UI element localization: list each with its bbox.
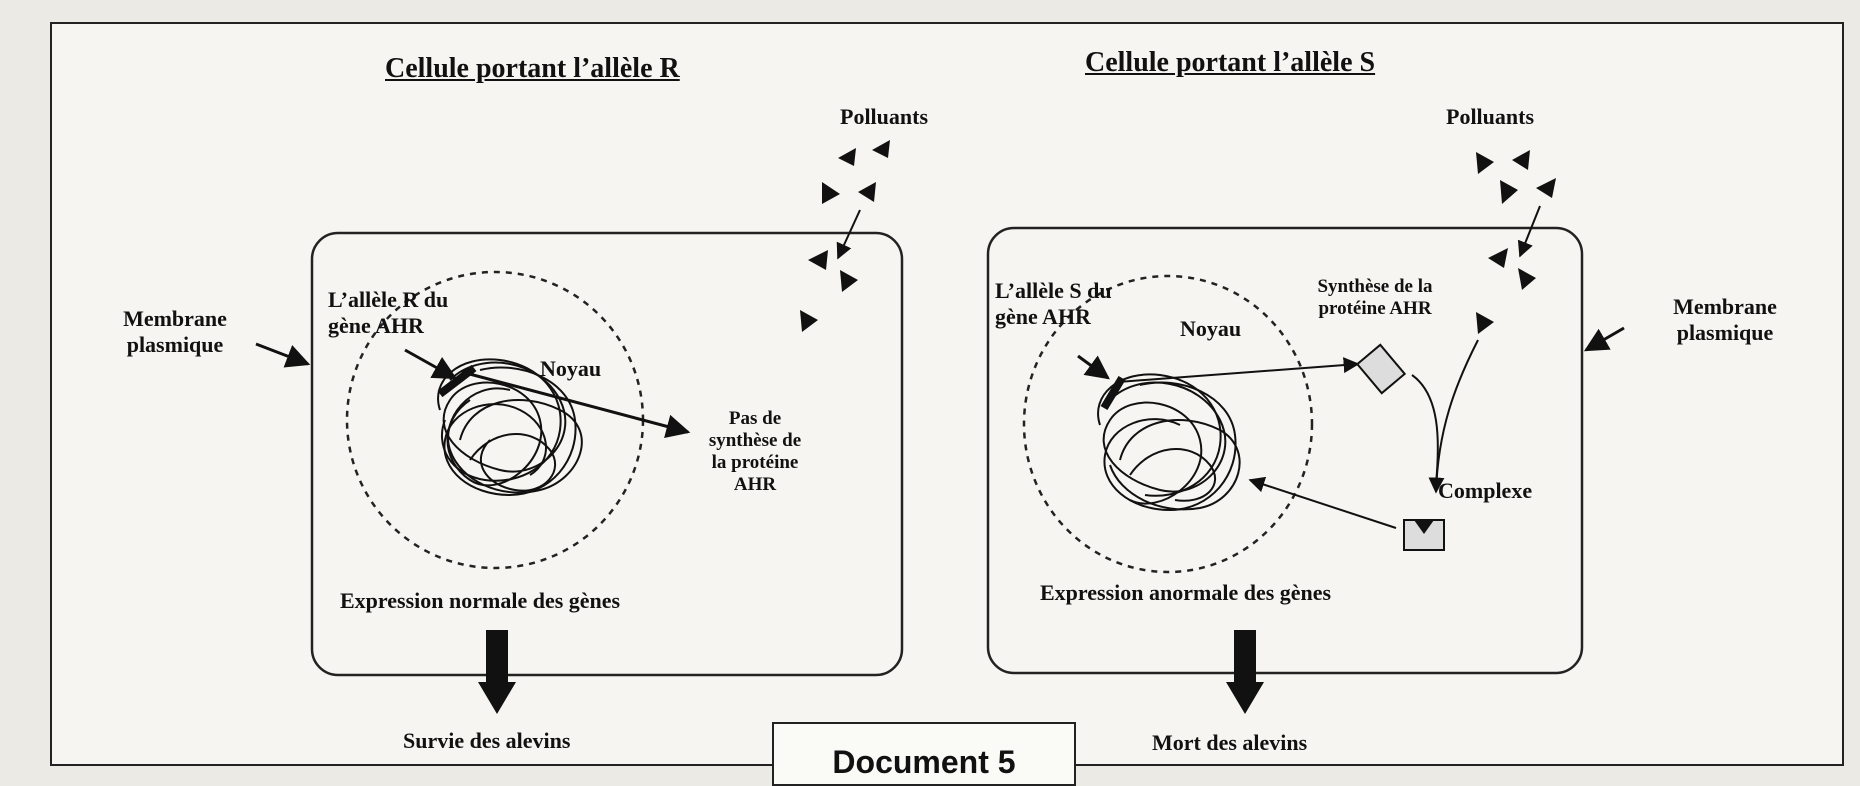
right-synthesis-label: Synthèse de la protéine AHR [1317, 276, 1433, 319]
right-nucleus-label: Noyau [1180, 316, 1242, 341]
right-chromatin [1097, 373, 1241, 512]
pollutant-to-complex-arrow [1428, 339, 1479, 494]
left-expression-label: Expression normale des gènes [340, 588, 621, 613]
left-membrane-label: Membrane plasmique [123, 306, 227, 357]
document-label: Document 5 [832, 744, 1016, 780]
right-cell-membrane [986, 226, 1584, 675]
left-allele-pointer [404, 348, 458, 380]
left-pollutants-label: Polluants [840, 104, 929, 129]
ahr-protein [1355, 343, 1407, 395]
complex-to-nucleus-arrow [1248, 476, 1397, 529]
right-synthesis-arrow [1117, 357, 1360, 383]
right-expression-label: Expression anormale des gènes [1040, 580, 1332, 605]
right-pollutants-label: Polluants [1446, 104, 1535, 129]
left-pollutant-triangles [800, 140, 890, 332]
left-cell-title: Cellule portant l’allèle R [385, 53, 680, 84]
left-membrane-pointer [255, 342, 311, 368]
left-no-synthesis-label: Pas de synthèse de la protéine AHR [708, 408, 802, 495]
right-nucleus [1022, 274, 1314, 574]
left-no-synthesis-arrow [461, 370, 691, 439]
complex-label: Complexe [1438, 478, 1533, 503]
right-pollutant-triangles [1476, 150, 1556, 334]
right-membrane-pointer [1583, 326, 1625, 352]
left-pollutant-arrow [836, 209, 861, 260]
right-pollutant-arrow [1517, 205, 1541, 258]
right-outcome-arrow [1226, 630, 1264, 714]
right-allele-label: L’allèle S du gène AHR [995, 278, 1112, 329]
right-membrane-label: Membrane plasmique [1673, 294, 1777, 345]
right-allele-pointer [1077, 354, 1110, 380]
right-outcome-label: Mort des alevins [1152, 730, 1308, 755]
protein-to-complex-arrow [1411, 374, 1439, 485]
left-outcome-arrow [478, 630, 516, 714]
complex-shape [1403, 519, 1445, 551]
right-allele-marker [1100, 375, 1126, 411]
document-frame [50, 22, 1844, 766]
document-label-box: Document 5 [772, 722, 1076, 786]
right-cell-title: Cellule portant l’allèle S [1085, 47, 1376, 78]
left-allele-label: L’allèle R du gène AHR [328, 287, 449, 338]
left-outcome-label: Survie des alevins [403, 728, 571, 753]
left-nucleus-label: Noyau [540, 356, 602, 381]
left-cell-membrane [310, 231, 904, 677]
